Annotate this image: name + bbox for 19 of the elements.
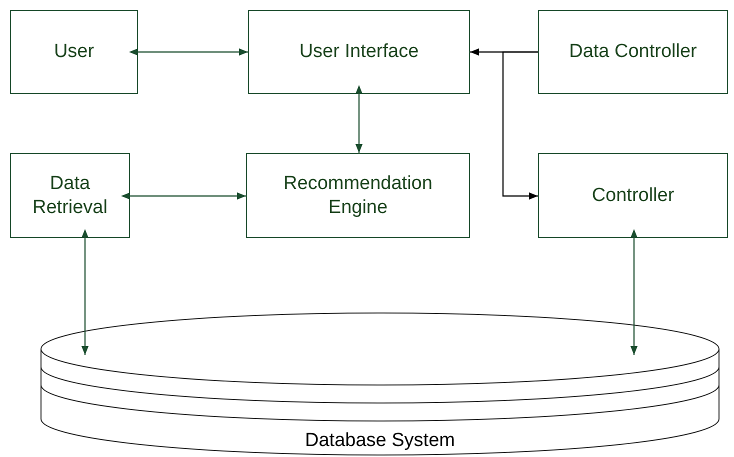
component-box [246, 153, 470, 238]
arrow [121, 192, 246, 200]
component-label: Recommendation Engine [282, 172, 434, 220]
component-label: Data Controller [569, 40, 697, 64]
database-cylinder [40, 310, 720, 457]
arrow [355, 85, 363, 153]
component-box [10, 153, 130, 238]
arrow [81, 229, 89, 355]
component-label: Data Retrieval [32, 172, 108, 220]
component-label: User Interface [299, 40, 419, 64]
component-box [538, 153, 728, 238]
component-box [10, 10, 138, 94]
component-box [248, 10, 470, 94]
component-label: Controller [592, 184, 674, 208]
arrow [630, 229, 638, 355]
arrow [129, 48, 248, 56]
component-box [538, 10, 728, 94]
arrow [502, 51, 538, 200]
component-label: User [54, 40, 94, 64]
